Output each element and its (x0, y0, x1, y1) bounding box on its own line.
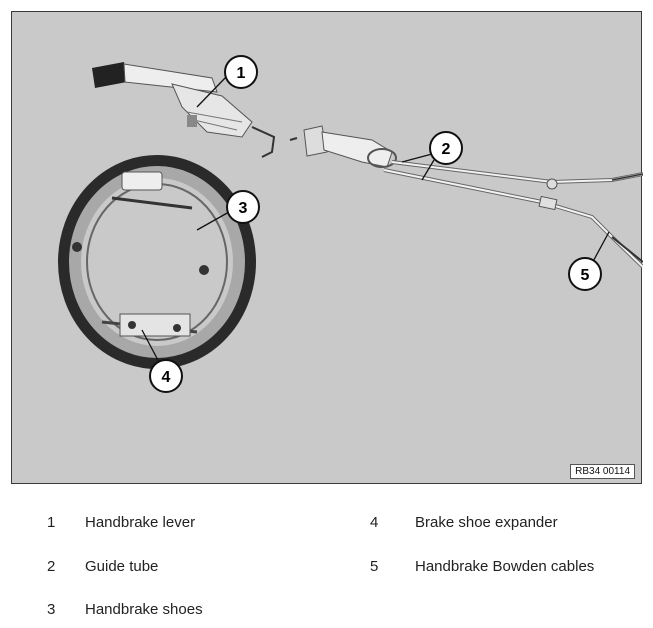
legend-text-1: Handbrake lever (85, 514, 196, 531)
legend-num-5: 5 (370, 558, 379, 575)
legend-text-3: Handbrake shoes (85, 601, 203, 618)
callout-4-label: 4 (162, 369, 171, 386)
callout-1: 1 (224, 55, 258, 89)
callout-2-label: 2 (442, 141, 451, 158)
legend-num-4: 4 (370, 514, 379, 531)
legend-num-3: 3 (47, 601, 56, 618)
callout-3-label: 3 (239, 200, 248, 217)
legend-num-2: 2 (47, 558, 56, 575)
legend-text-2: Guide tube (85, 558, 159, 575)
legend-text-5: Handbrake Bowden cables (415, 558, 595, 575)
callout-1-label: 1 (237, 65, 246, 82)
callout-5: 5 (568, 257, 602, 291)
parts-illustration: 1 2 3 4 5 (58, 55, 643, 393)
callout-2: 2 (429, 131, 463, 165)
legend-num-1: 1 (47, 514, 56, 531)
legend-text-4: Brake shoe expander (415, 514, 558, 531)
diagram-figure: 1 2 3 4 5 RB34 00114 (11, 11, 643, 484)
handbrake-lever-drawing (92, 62, 298, 158)
callout-3: 3 (226, 190, 260, 224)
callout-4: 4 (149, 359, 183, 393)
figure-id-label: RB34 00114 (570, 464, 635, 479)
guide-tube-drawing (303, 125, 643, 269)
handbrake-shoes-drawing (58, 155, 256, 369)
callout-5-label: 5 (581, 267, 590, 284)
